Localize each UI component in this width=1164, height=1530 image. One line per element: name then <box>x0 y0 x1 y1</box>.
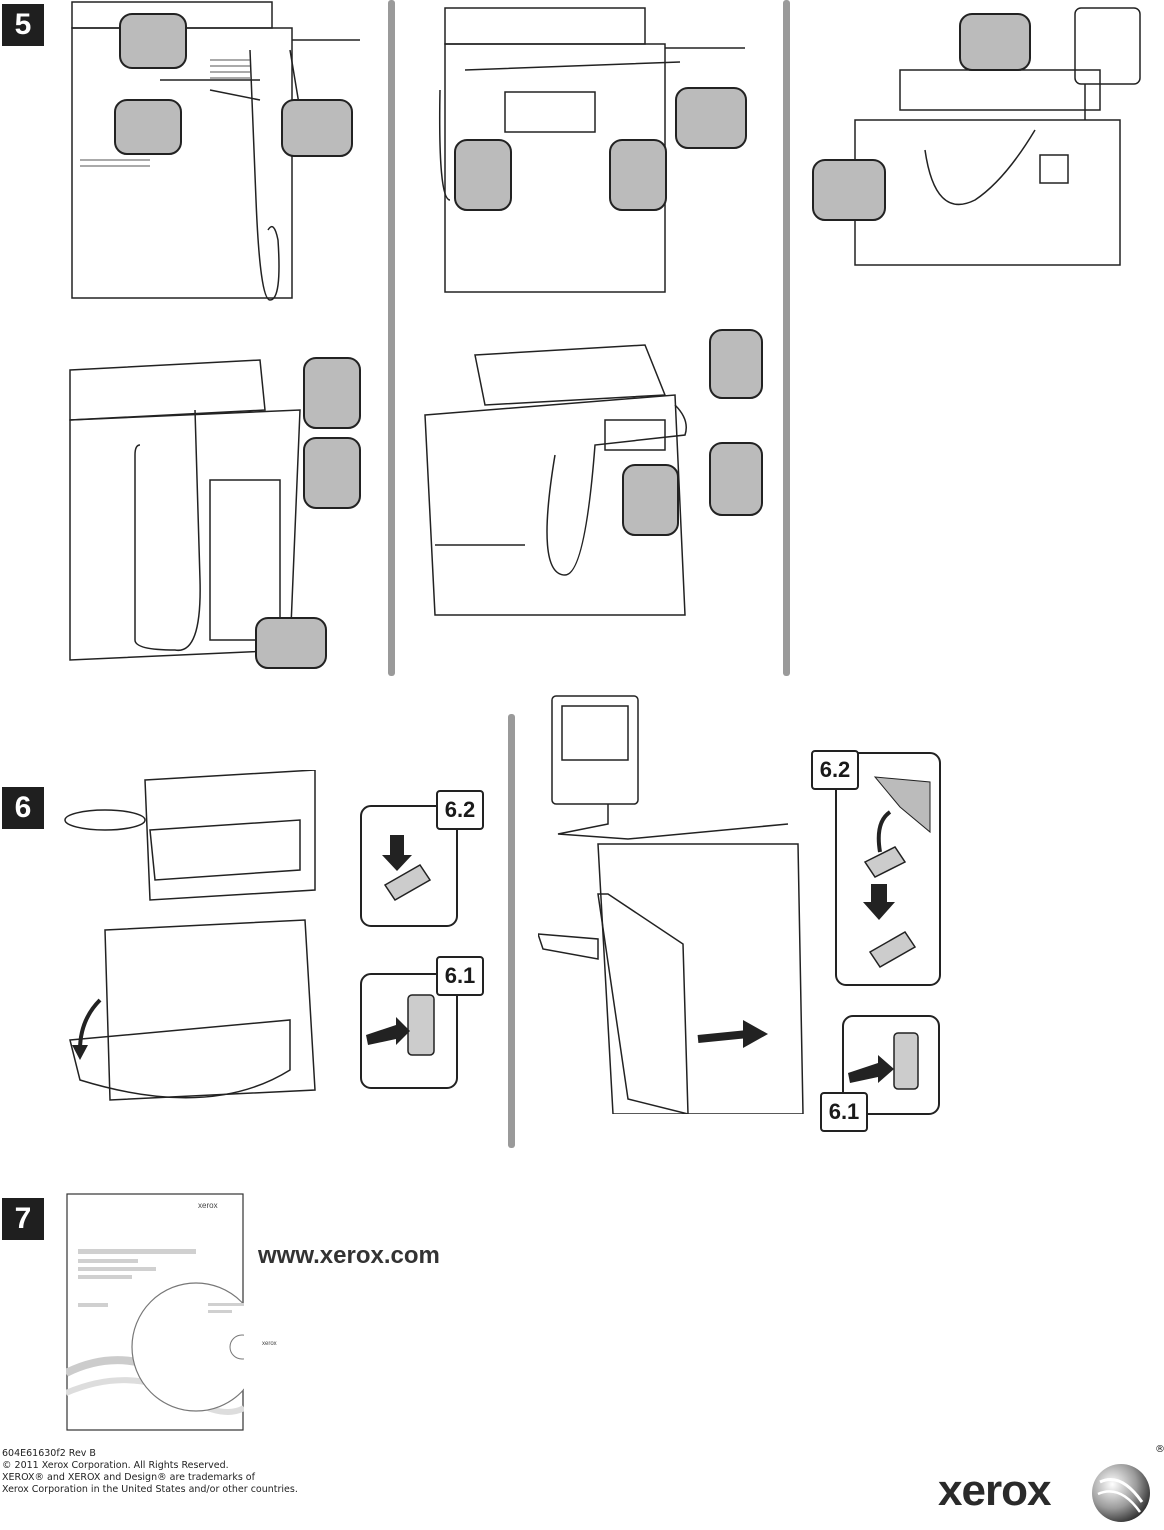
label-6-1-right: 6.1 <box>820 1092 868 1132</box>
xerox-sphere-logo-icon <box>1090 1462 1152 1524</box>
divider-col-2 <box>783 0 790 676</box>
xerox-wordmark: xerox <box>938 1466 1051 1515</box>
website-url[interactable]: www.xerox.com <box>258 1242 440 1269</box>
footer-legal: 604E61630f2 Rev B © 2011 Xerox Corporati… <box>2 1448 298 1496</box>
step6-switch-detail-left-1 <box>360 973 458 1089</box>
step-7-badge: 7 <box>2 1198 44 1240</box>
step6-printer-open-door-illustration <box>60 770 320 1120</box>
copyright-text: © 2011 Xerox Corporation. All Rights Res… <box>2 1460 229 1471</box>
card-brand-text: xerox <box>198 1201 218 1210</box>
step-5-badge: 5 <box>2 4 44 46</box>
label-6-1-left: 6.1 <box>436 956 484 996</box>
step6-switch-detail-right-2 <box>835 752 941 986</box>
divider-col-1 <box>388 0 395 676</box>
step-6-badge: 6 <box>2 787 44 829</box>
divider-step6 <box>508 714 515 1148</box>
trademark-line-2: Xerox Corporation in the United States a… <box>2 1484 298 1495</box>
cd-brand-text: xerox <box>262 1341 277 1347</box>
registered-mark: ® <box>1155 1444 1164 1455</box>
step5-printer-side-center-illustration <box>415 325 770 620</box>
step5-printer-rear-center-illustration <box>410 0 750 300</box>
step5-printer-rear-left-illustration <box>60 0 370 305</box>
step7-documentation-card-illustration: xerox xerox <box>66 1193 277 1431</box>
trademark-line-1: XEROX® and XEROX and Design® are tradema… <box>2 1472 255 1483</box>
step6-switch-detail-left-2 <box>360 805 458 927</box>
step5-printer-rear-right-illustration <box>805 0 1145 270</box>
step6-switch-detail-right-1 <box>842 1015 940 1115</box>
label-6-2-left: 6.2 <box>436 790 484 830</box>
step5-printer-side-left-illustration <box>60 350 370 670</box>
step6-production-printer-illustration <box>538 694 808 1114</box>
label-6-2-right: 6.2 <box>811 750 859 790</box>
doc-number: 604E61630f2 Rev B <box>2 1448 96 1459</box>
